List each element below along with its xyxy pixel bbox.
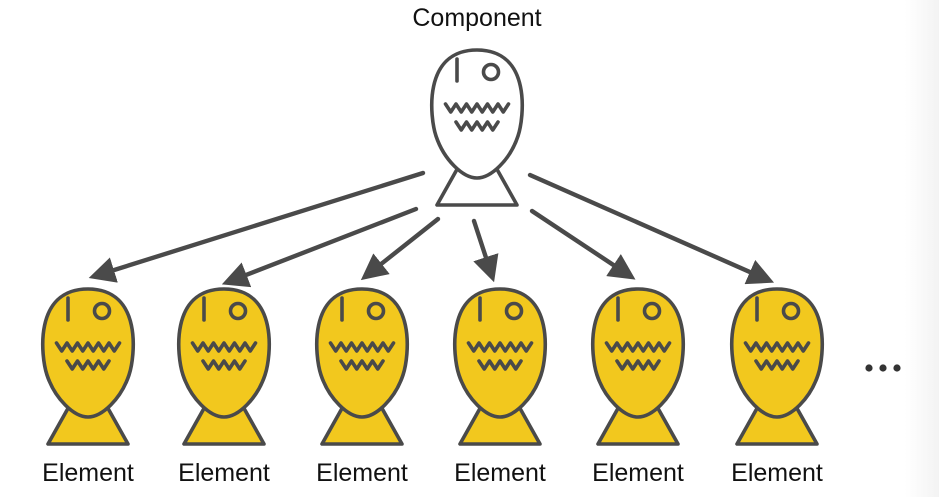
fish-icon — [314, 287, 410, 446]
element-fish-4: Element — [452, 287, 548, 487]
fish-icon — [590, 287, 686, 446]
element-fish-6: Element — [729, 287, 825, 487]
element-label: Element — [454, 459, 546, 487]
element-fish-2: Element — [176, 287, 272, 487]
fish-icon — [452, 287, 548, 446]
arrow-6 — [527, 172, 775, 285]
component-fish-icon — [429, 48, 525, 207]
ellipsis-icon — [865, 364, 901, 372]
arrow-4 — [471, 218, 499, 283]
element-group: Element Element Element Element Element Eleme… — [40, 287, 825, 487]
element-fish-3: Element — [314, 287, 410, 487]
arrow-5 — [529, 208, 636, 280]
element-label: Element — [178, 459, 270, 487]
element-fish-1: Element — [40, 287, 136, 487]
edge-shade — [905, 0, 939, 497]
arrow-3 — [360, 216, 441, 281]
component-label: Component — [412, 4, 541, 32]
element-label: Element — [42, 459, 134, 487]
element-label: Element — [731, 459, 823, 487]
arrow-group — [88, 170, 775, 288]
fish-icon — [729, 287, 825, 446]
element-fish-5: Element — [590, 287, 686, 487]
fish-icon — [40, 287, 136, 446]
arrow-2 — [221, 206, 419, 288]
element-label: Element — [316, 459, 408, 487]
fish-icon — [176, 287, 272, 446]
arrow-1 — [88, 170, 426, 283]
element-label: Element — [592, 459, 684, 487]
